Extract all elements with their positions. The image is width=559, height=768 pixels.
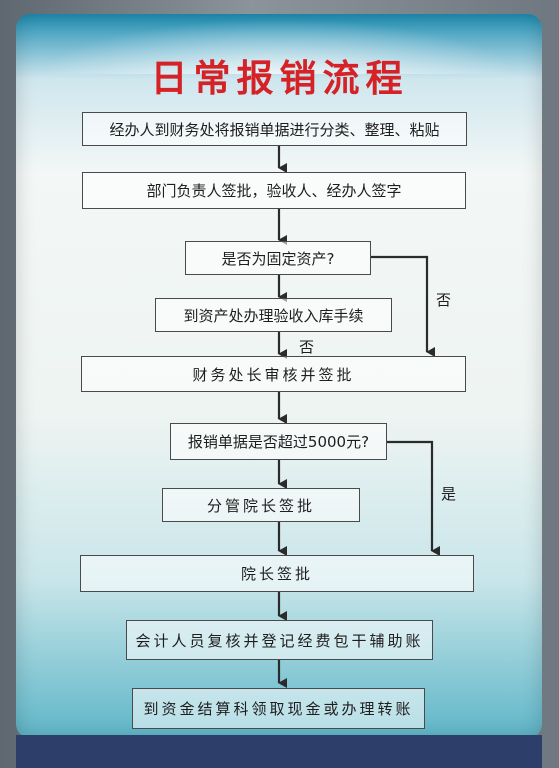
step-department-approval: 部门负责人签批，验收人、经办人签字 <box>82 172 466 209</box>
arrow-over-5000-yes-branch <box>386 440 440 556</box>
step-vice-president-approval: 分管院长签批 <box>162 488 360 522</box>
decision-fixed-asset: 是否为固定资产? <box>185 241 371 275</box>
step-asset-warehousing: 到资产处办理验收入库手续 <box>155 298 392 332</box>
poster-bottom-band <box>16 735 542 768</box>
label-over-5000-yes: 是 <box>441 485 457 503</box>
step-classify-receipts: 经办人到财务处将报销单据进行分类、整理、粘贴 <box>82 112 467 146</box>
label-fixed-asset-no: 否 <box>436 291 452 309</box>
step-finance-director-approval: 财务处长审核并签批 <box>81 356 466 392</box>
poster-header-wave <box>16 14 542 74</box>
flowchart-title: 日常报销流程 <box>150 56 409 100</box>
arrow-fixed-asset-no-branch <box>371 255 435 357</box>
decision-over-5000: 报销单据是否超过5000元? <box>170 423 387 460</box>
step-collect-cash-or-transfer: 到资金结算科领取现金或办理转账 <box>132 688 425 729</box>
step-accountant-review: 会计人员复核并登记经费包干辅助账 <box>126 620 433 660</box>
step-president-approval: 院长签批 <box>80 555 474 592</box>
label-fixed-asset-no-center: 否 <box>299 338 315 356</box>
